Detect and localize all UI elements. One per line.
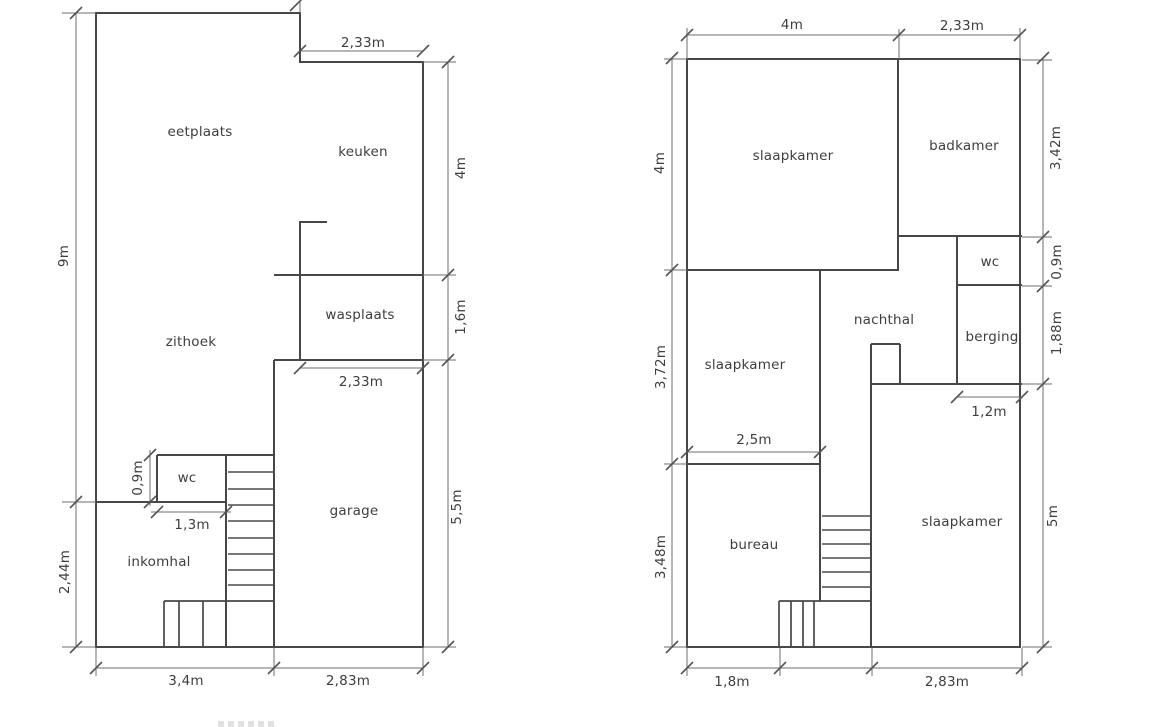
dim-label-right-top-4m: 4m [780,17,804,33]
room-label-eetplaats: eetplaats [167,124,233,140]
dim-label-left-bottom-34m: 3,4m [168,673,204,689]
right-plan-extension-lines [664,28,1052,676]
dim-label-right-348m: 3,48m [653,534,669,580]
room-label-nachthal: nachthal [853,312,915,328]
dim-label-berging-width: 1,2m [971,404,1007,420]
room-label-zithoek: zithoek [165,334,217,350]
room-label-wc-ground: wc [177,470,197,486]
left-plan-outer-wall [95,12,424,648]
dim-label-left-55m: 5,5m [449,489,465,525]
room-label-garage: garage [329,503,379,519]
left-plan-dimension-lines [75,13,449,669]
room-label-badkamer: badkamer [929,138,999,154]
dim-label-left-9m: 9m [56,244,72,268]
left-plan-extension-lines [62,1,456,676]
wasplaats-garage-walls [273,274,423,647]
dim-label-right-top-233m: 2,33m [939,18,985,34]
room-label-inkomhal: inkomhal [127,554,191,570]
room-label-keuken: keuken [338,144,388,160]
right-plan-dimension-lines [671,34,1044,669]
dim-label-left-top-width: 2,33m [340,35,386,51]
dim-label-left-16m: 1,6m [453,299,469,335]
staircase-treads-upper [822,515,870,588]
dim-label-right-09m: 0,9m [1049,244,1065,280]
dim-label-wasplaats-width: 2,33m [338,374,384,390]
room-label-bureau: bureau [729,537,779,553]
room-label-berging: berging [965,329,1019,345]
bottom-steps [163,600,274,647]
room-label-wasplaats: wasplaats [325,307,395,323]
room-label-slaapkamer-middle: slaapkamer [704,357,786,373]
room-label-slaapkamer-bottom: slaapkamer [921,514,1003,530]
wc-inkomhal-walls [96,454,274,647]
cropped-caption-fragment [218,721,276,727]
dim-label-right-188m: 1,88m [1049,310,1065,356]
room-label-wc-upper: wc [980,254,1000,270]
staircase-treads [228,471,273,586]
dim-label-right-bottom-283m: 2,83m [924,674,970,690]
dim-label-slaapkamer-width: 2,5m [736,432,772,448]
dim-label-right-bottom-18m: 1,8m [714,674,750,690]
dim-label-right-342m: 3,42m [1048,125,1064,171]
dim-label-wc-width: 1,3m [174,517,210,533]
keuken-divider-wall [299,221,327,360]
dim-label-right-5m: 5m [1045,504,1061,528]
right-plan-interior-walls [687,59,1022,647]
dim-label-wc-height: 0,9m [130,460,146,496]
dim-label-left-bottom-283m: 2,83m [325,673,371,689]
left-plan [62,0,456,676]
dim-label-left-244m: 2,44m [57,549,73,595]
right-plan [664,28,1052,676]
right-plan-dimension-ticks [665,28,1050,675]
dim-label-right-left-4m: 4m [652,151,668,175]
dim-label-right-372m: 3,72m [653,344,669,390]
room-label-slaapkamer-top: slaapkamer [752,148,834,164]
left-plan-dimension-ticks [69,0,455,675]
bottom-steps-upper [778,600,871,647]
dim-label-left-right-4m: 4m [453,156,469,180]
